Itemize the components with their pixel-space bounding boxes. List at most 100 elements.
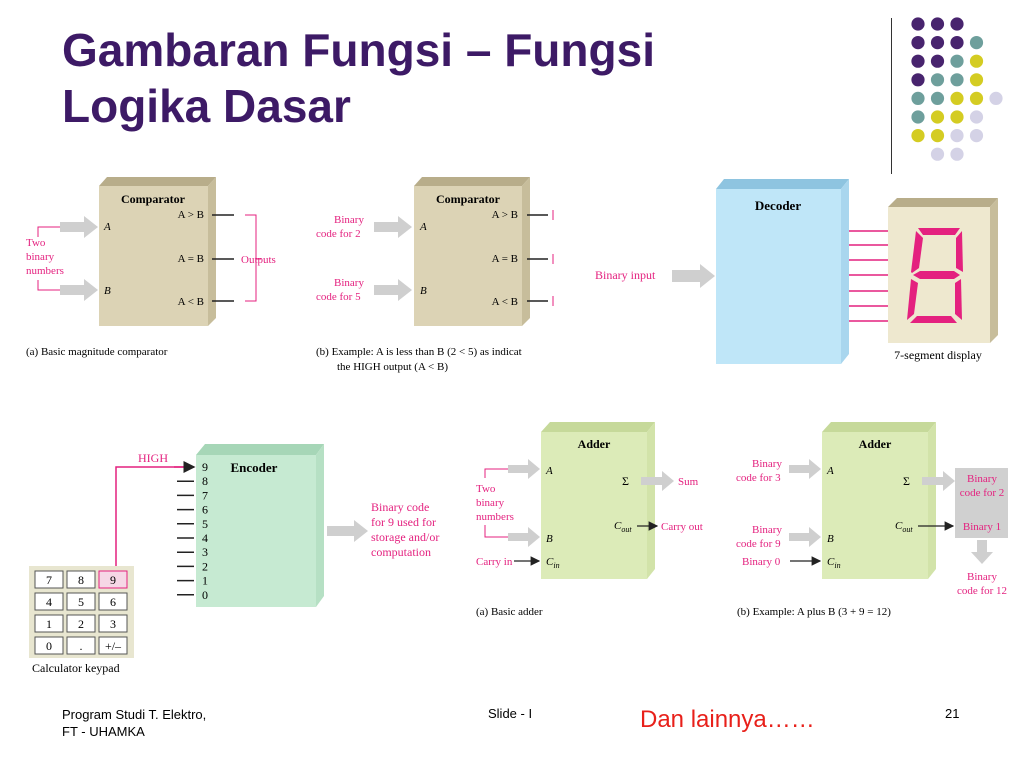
comparator-b-input-a: A <box>419 221 427 233</box>
decor-dot <box>930 91 945 105</box>
comparator-a-caption-3: numbers <box>26 265 64 277</box>
decor-dot <box>930 110 945 124</box>
adder-b-result-total-1: Binary <box>967 571 997 583</box>
encoder-output-3: storage and/or <box>371 530 439 544</box>
adder-a-label: Adder <box>578 437 611 451</box>
decor-dot <box>989 91 1003 105</box>
adder-b-in-a-line2: code for 3 <box>736 472 781 484</box>
title-line-1: Gambaran Fungsi – Fungsi <box>62 24 655 76</box>
comparator-example-diagram: Comparator A B A > B A = B A < B Binary … <box>316 177 554 373</box>
decor-dot <box>911 36 925 50</box>
decor-dot <box>969 110 984 124</box>
slide-number: 21 <box>945 706 960 721</box>
encoder-output-1: Binary code <box>371 500 429 514</box>
decor-dot <box>930 147 945 161</box>
adder-a-caption-2: binary <box>476 497 505 509</box>
encoder-label: Encoder <box>231 460 278 475</box>
keypad-key-label: 5 <box>78 595 84 609</box>
adder-b-input-b: B <box>827 533 834 545</box>
adder-b-result-sum-1: Binary <box>967 473 997 485</box>
encoder-input-label: 8 <box>202 474 208 488</box>
comparator-b-in-b-line1: Binary <box>334 277 364 289</box>
adder-b-input-a: A <box>826 465 834 477</box>
adder-b-label: Adder <box>859 437 892 451</box>
adder-a-block <box>541 432 647 579</box>
encoder-input-label: 6 <box>202 503 208 517</box>
keypad-key-label: . <box>80 639 83 653</box>
adder-b-sum-symbol: Σ <box>903 474 910 488</box>
decor-dot <box>969 36 984 50</box>
decor-dot <box>969 129 984 143</box>
keypad-key <box>34 614 64 633</box>
decorative-dot-grid <box>911 17 1003 161</box>
footer-slide-label: Slide - I <box>488 706 533 721</box>
adder-example-diagram: Adder A B Cin Σ Cout Binary code for 3 B… <box>736 422 1008 618</box>
keypad-key-label: 7 <box>46 573 52 587</box>
keypad-key-label: 6 <box>110 595 116 609</box>
adder-b-in-b-line1: Binary <box>752 524 782 536</box>
adder-a-sum-label: Sum <box>678 476 699 488</box>
display-label: 7-segment display <box>894 348 982 362</box>
adder-b-cin: Cin <box>827 556 841 570</box>
comparator-b-in-a-line1: Binary <box>334 214 364 226</box>
decor-dot <box>930 73 945 87</box>
decor-dot <box>930 17 945 31</box>
decor-dot <box>911 73 925 87</box>
comparator-a-caption: (a) Basic magnitude comparator <box>26 346 168 358</box>
adder-b-cout: Cout <box>895 520 913 534</box>
decoder-label: Decoder <box>755 198 801 213</box>
adder-b-in-b-line2: code for 9 <box>736 538 781 550</box>
encoder-output-2: for 9 used for <box>371 515 436 529</box>
comparator-a-input-b: B <box>104 285 111 297</box>
and-others-note: Dan lainnya…… <box>640 706 815 733</box>
title-line-2: Logika Dasar <box>62 80 351 132</box>
encoder-block <box>196 455 316 607</box>
keypad-key-label: 8 <box>78 573 84 587</box>
keypad-key <box>98 592 128 611</box>
keypad-key-label: 1 <box>46 617 52 631</box>
keypad-key-label: 3 <box>110 617 116 631</box>
keypad-key-label: +/– <box>105 639 122 653</box>
title-divider-line <box>891 18 892 174</box>
comparator-a-out-eq: A = B <box>178 253 204 265</box>
comparator-b-block <box>414 186 522 326</box>
encoder-input-label: 4 <box>202 531 208 545</box>
comparator-b-in-b-line2: code for 5 <box>316 291 361 303</box>
adder-b-caption: (b) Example: A plus B (3 + 9 = 12) <box>737 606 891 618</box>
encoder-input-label: 7 <box>202 488 208 502</box>
decor-dot <box>911 110 925 124</box>
adder-a-carry-out: Carry out <box>661 521 703 533</box>
footer-institution: Program Studi T. Elektro, FT - UHAMKA <box>62 706 206 740</box>
decor-dot <box>950 73 964 87</box>
adder-a-input-b: B <box>546 533 553 545</box>
comparator-b-in-a-line2: code for 2 <box>316 228 361 240</box>
slide-title: Gambaran Fungsi – Fungsi Logika Dasar <box>62 22 802 134</box>
comparator-b-caption-1: (b) Example: A is less than B (2 < 5) as… <box>316 346 522 358</box>
decor-dot <box>950 91 964 105</box>
decoder-diagram: Decoder Binary input 7-segment display <box>595 179 998 364</box>
adder-b-in-a-line1: Binary <box>752 458 782 470</box>
decor-dot <box>969 73 984 87</box>
comparator-a-out-gt: A > B <box>178 209 204 221</box>
encoder-input-label: 2 <box>202 559 208 573</box>
adder-basic-diagram: Adder A B Cin Σ Cout Two binary numbers … <box>476 422 703 618</box>
keypad-key <box>34 592 64 611</box>
keypad-key-label: 2 <box>78 617 84 631</box>
comparator-b-out-eq: A = B <box>492 253 518 265</box>
adder-a-caption-1: Two <box>476 483 496 495</box>
adder-b-binary0: Binary 0 <box>742 556 781 568</box>
adder-b-result-total-2: code for 12 <box>957 585 1007 597</box>
footer-line-1: Program Studi T. Elektro, <box>62 707 207 722</box>
adder-a-caption: (a) Basic adder <box>476 606 543 618</box>
adder-a-caption-3: numbers <box>476 511 514 523</box>
keypad-key <box>98 570 128 589</box>
encoder-input-label: 9 <box>202 460 208 474</box>
comparator-b-caption-2: the HIGH output (A < B) <box>337 361 448 373</box>
keypad-key <box>34 570 64 589</box>
decor-dot <box>930 129 945 143</box>
decor-dot <box>911 17 925 31</box>
comparator-a-caption-1: Two <box>26 237 46 249</box>
encoder-high-label: HIGH <box>138 451 168 465</box>
